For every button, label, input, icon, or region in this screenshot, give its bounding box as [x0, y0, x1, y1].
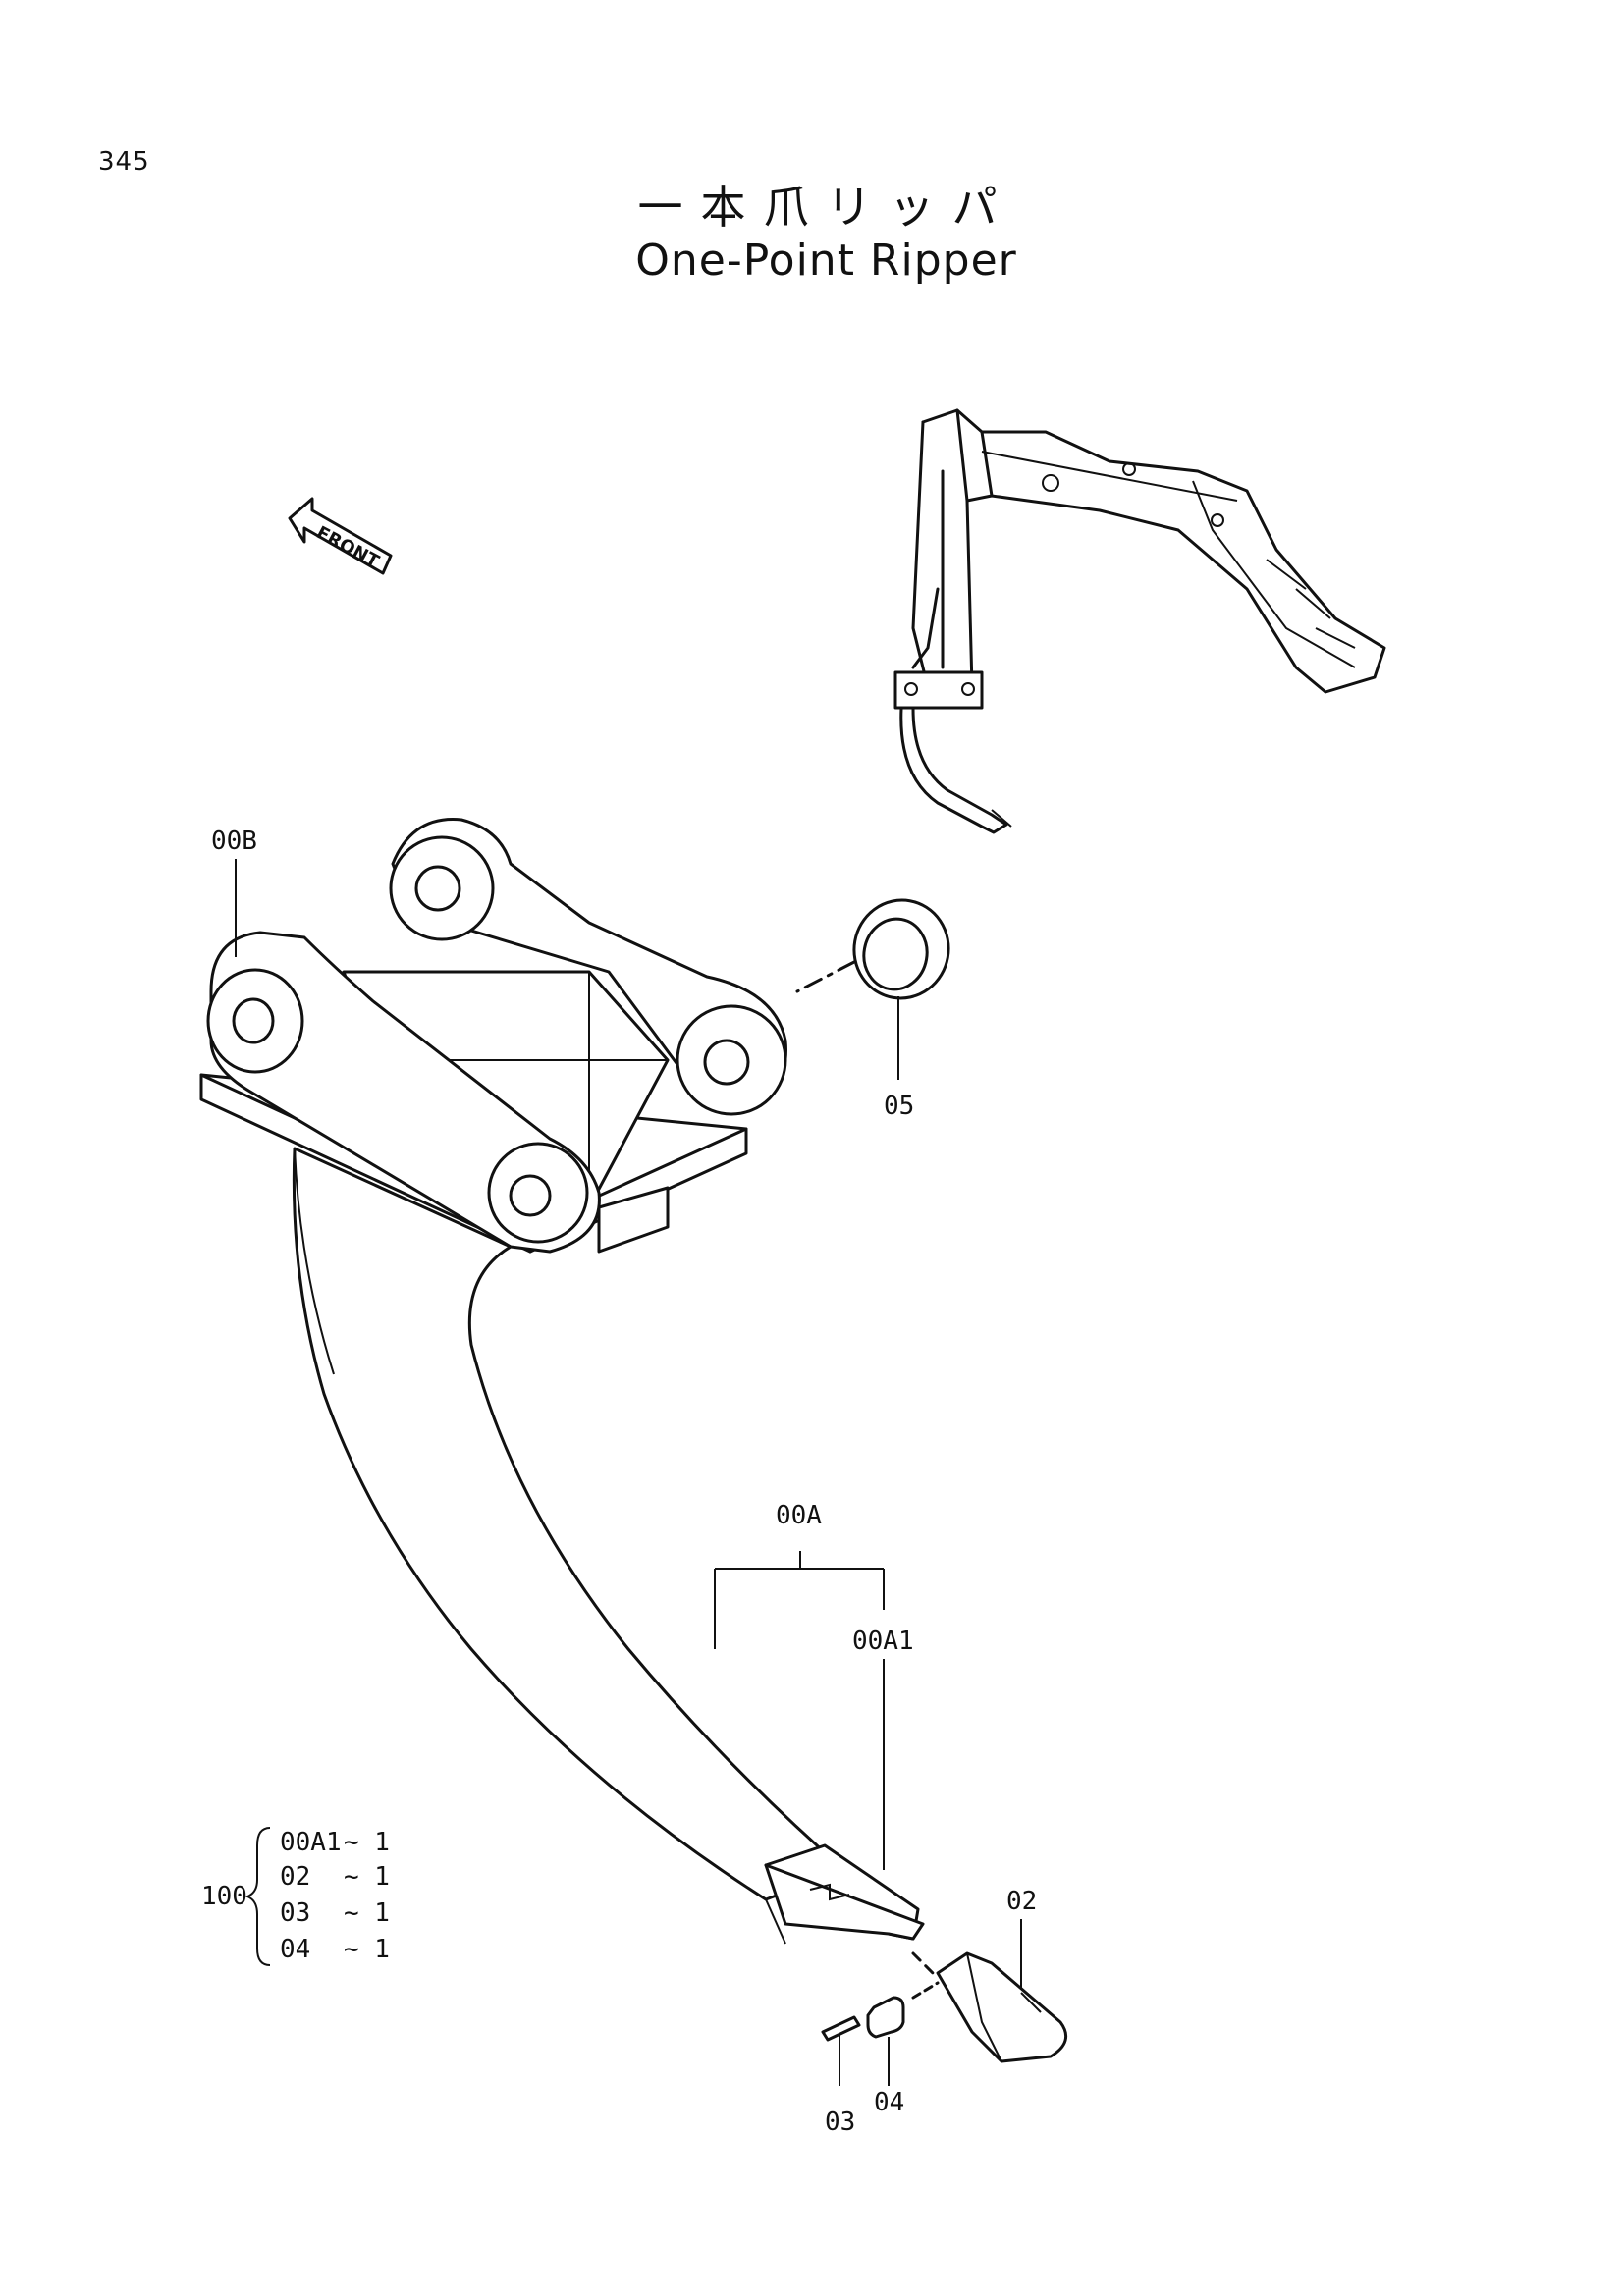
kit-list-100: 100 00A1 ~ 1 02 ~ 1 03 ~ 1 04 ~ 1	[201, 1827, 390, 1966]
ripper-bracket-00B	[199, 818, 787, 1254]
ripper-tooth-00A1	[764, 1843, 925, 1941]
callout-05: 05	[884, 1092, 914, 1121]
callout-leaders	[235, 859, 885, 1870]
kit-label: 100	[201, 1882, 247, 1911]
lock-04	[866, 1981, 940, 2086]
callout-00A1: 00A1	[852, 1627, 914, 1656]
callout-03: 03	[825, 2108, 855, 2137]
kit-item-part: 02	[280, 1862, 310, 1892]
machine-overview-illustration	[893, 408, 1386, 834]
callout-00A: 00A	[776, 1501, 822, 1530]
kit-item-qty: ~ 1	[344, 1862, 390, 1892]
kit-item-part: 04	[280, 1935, 310, 1964]
kit-item-qty: ~ 1	[344, 1898, 390, 1928]
tooth-tip-02	[911, 1919, 1068, 2063]
kit-item-part: 03	[280, 1898, 310, 1928]
callout-02: 02	[1006, 1887, 1037, 1916]
callout-04: 04	[874, 2088, 904, 2117]
page-number: 345	[98, 147, 150, 177]
kit-item-qty: ~ 1	[344, 1828, 390, 1857]
kit-item-part: 00A1	[280, 1828, 342, 1857]
ring-05	[795, 898, 950, 1080]
title-japanese: 一本爪リッパ	[637, 181, 1015, 234]
title-english: One-Point Ripper	[635, 236, 1017, 286]
front-arrow-icon: FRONT	[288, 497, 393, 575]
callout-00B: 00B	[211, 827, 257, 856]
kit-item-qty: ~ 1	[344, 1935, 390, 1964]
pin-03	[821, 2015, 861, 2086]
ripper-shank-00A	[292, 1147, 846, 1945]
